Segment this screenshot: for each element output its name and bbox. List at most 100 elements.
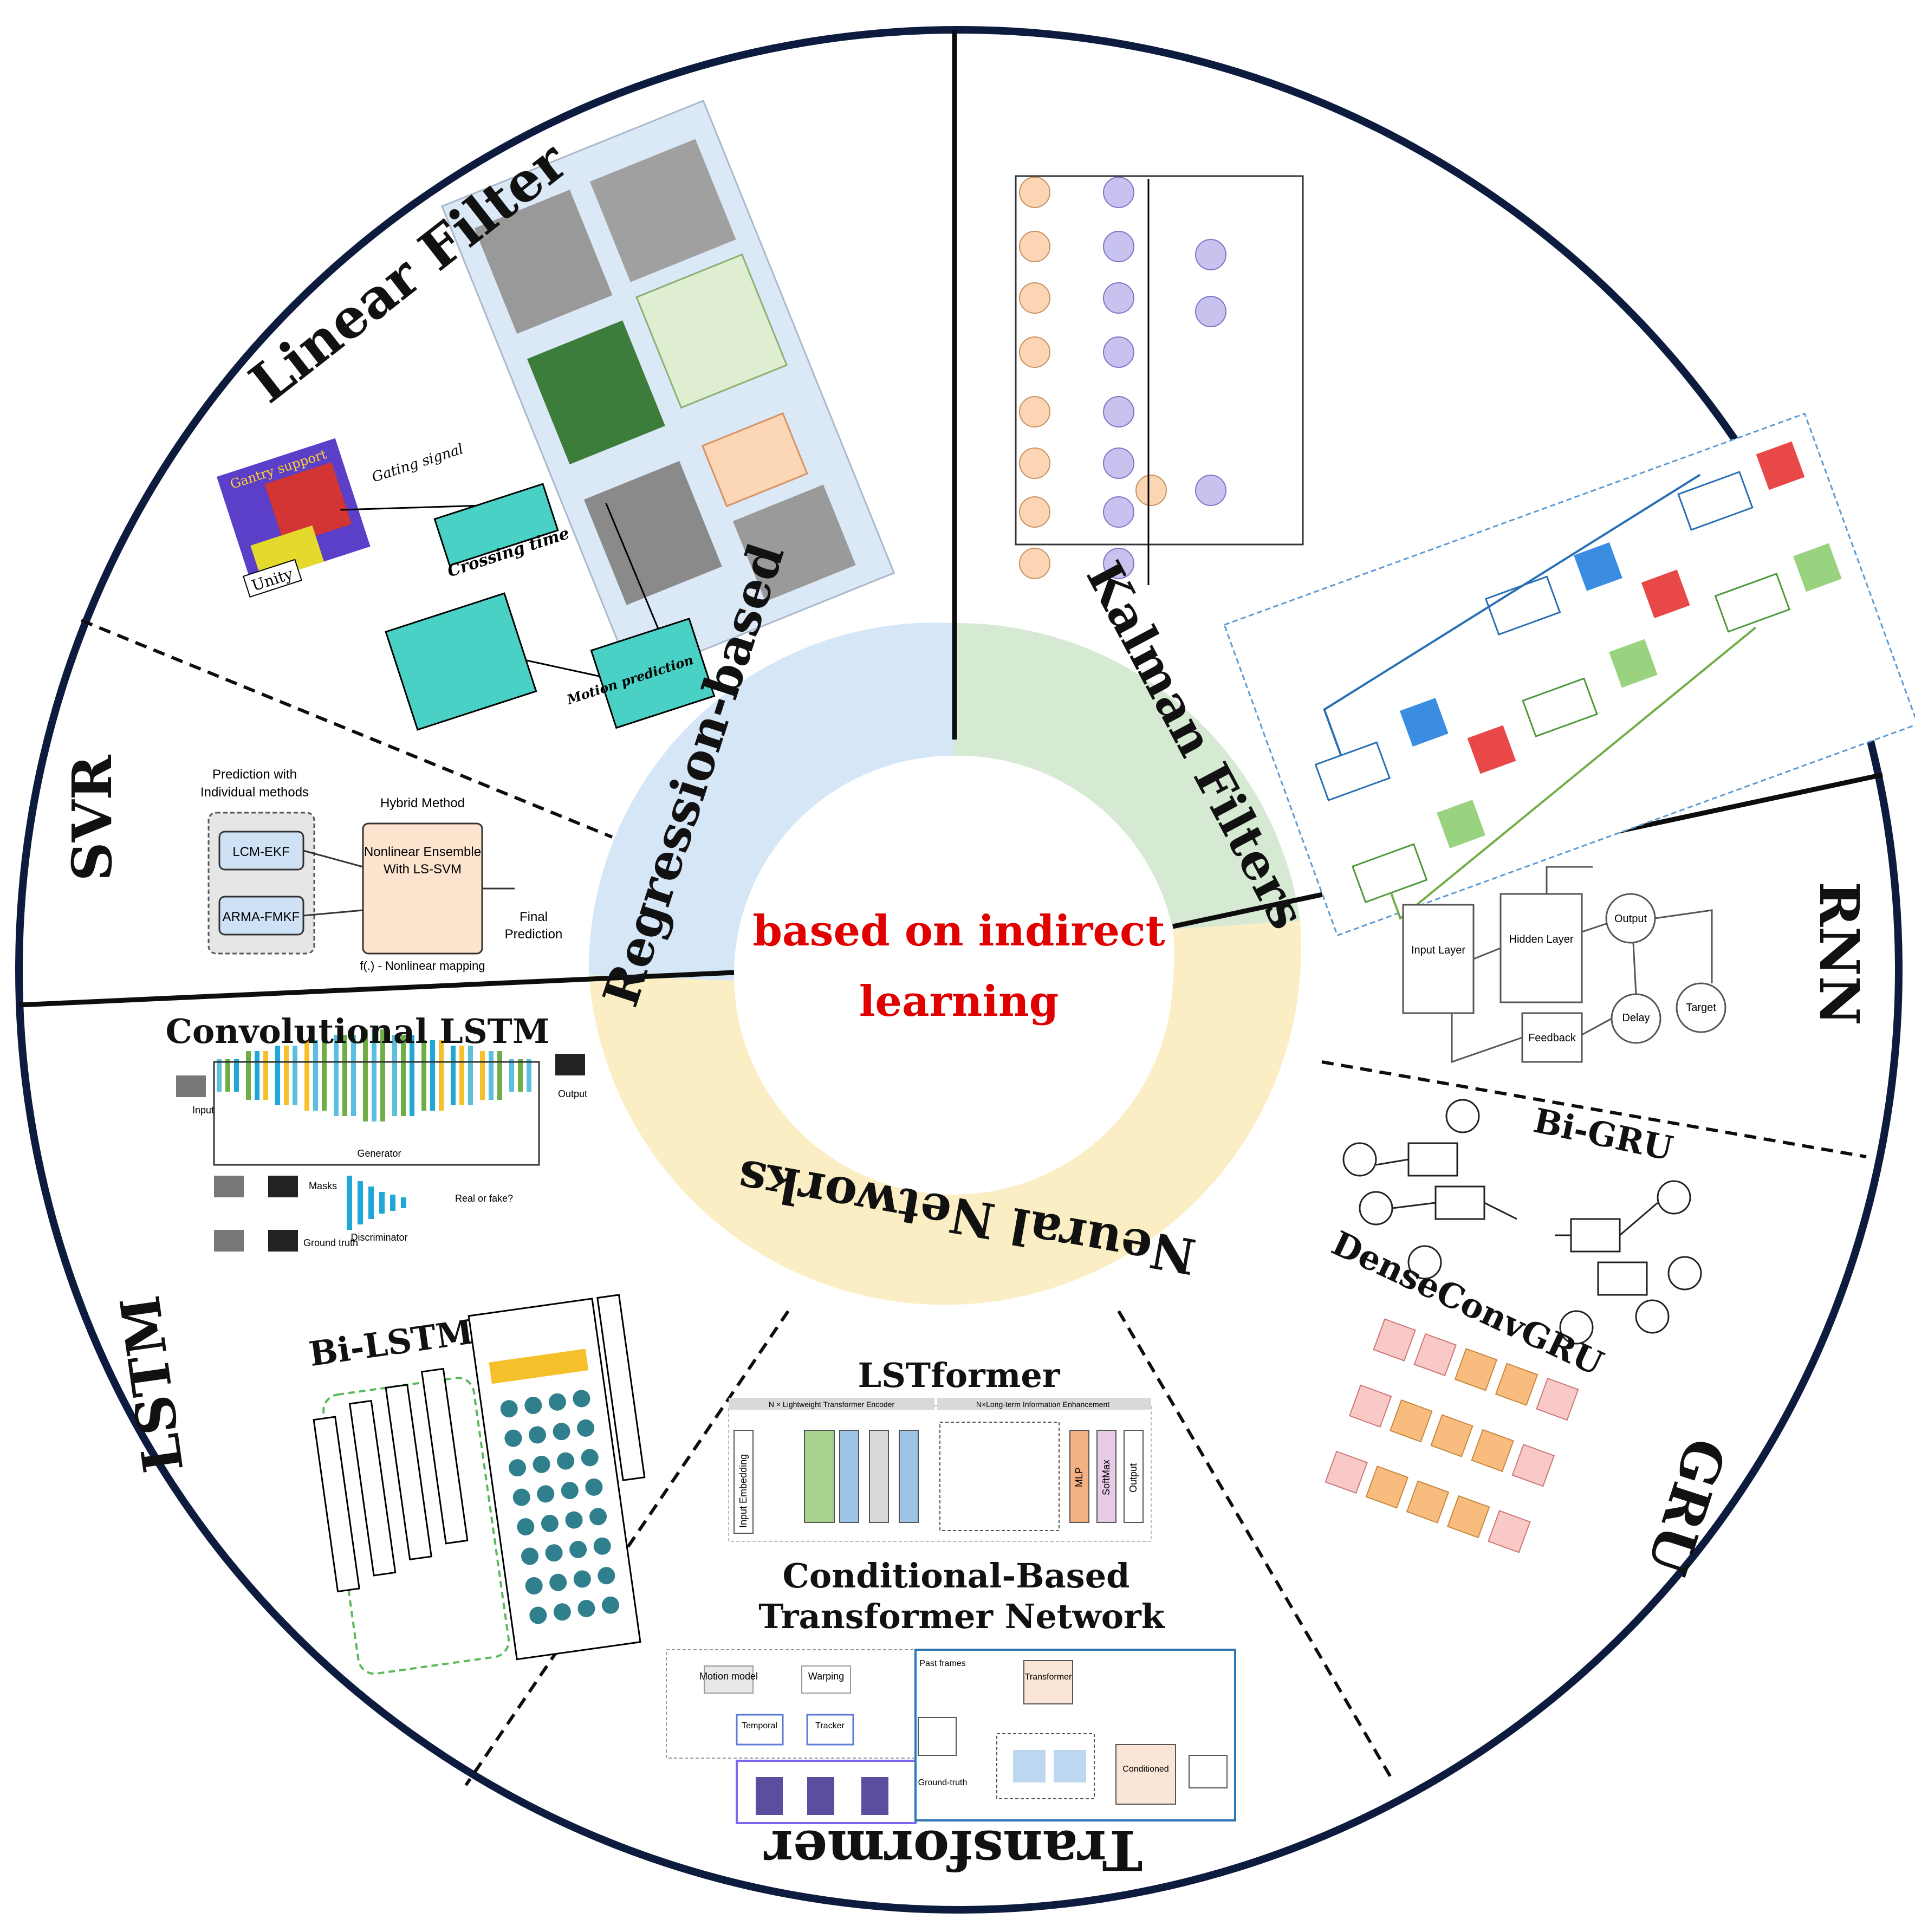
subtitle-lstformer: LSTformer [858,1356,1061,1395]
bi-lstm-node [504,1429,522,1447]
svr-arma-label: ARMA-FMKF [223,910,300,924]
bi-lstm-node [602,1596,620,1614]
bi-lstm-node [573,1570,591,1588]
sector-label-transformer: Transformer [764,1818,1142,1882]
conv-layer-bar [304,1040,309,1111]
lstformer-softmax: SoftMax [1101,1460,1112,1495]
rnn-target-node [1676,982,1726,1033]
conv-real-fake-label: Real or fake? [455,1193,513,1204]
conv-output-label: Output [558,1088,587,1099]
kalman-nodes [1019,177,1226,585]
bi-lstm-node [598,1567,615,1585]
rnn-target-label: Target [1686,1002,1716,1014]
conv-layer-bar [217,1059,222,1092]
subtitle-conv-lstm: Convolutional LSTM [166,1012,550,1051]
bi-lstm-node [537,1485,555,1503]
conv-layer-bar [430,1040,435,1111]
inner-ring [588,623,1301,1305]
dash-svr [80,619,613,839]
lstformer-input-emb: Input Embedding [738,1454,749,1528]
bi-lstm-node [561,1482,579,1500]
lstformer-mlp: MLP [1074,1467,1085,1487]
conv-layer-bar [410,1035,414,1116]
conv-discriminator-label: Discriminator [350,1232,407,1243]
cond-tenc-label: Transformer [1025,1672,1072,1682]
center-disc [734,756,1173,1195]
rnn-feedback-label: Feedback [1528,1032,1576,1044]
bi-lstm-node [589,1508,607,1526]
conv-layer-bar [255,1051,259,1100]
dash-transformer-right [1117,1310,1394,1781]
bi-lstm-node [581,1449,599,1467]
rnn-delay-label: Delay [1622,1012,1650,1024]
conv-layer-bar [313,1040,318,1111]
bi-lstm-node [565,1511,583,1529]
sector-label-rnn: RNN [1807,881,1871,1026]
svr-mapping-label: f(.) - Nonlinear mapping [360,959,485,973]
svr-final-1: Final [520,910,548,924]
svr-individual-2: Individual methods [200,785,309,800]
sector-label-svr: SVR [60,755,124,881]
linear-filter-figure [441,99,895,680]
conv-layer-bar [342,1035,347,1116]
center-line-2: learning [859,977,1059,1026]
svr-individual-1: Prediction with [212,767,297,782]
lstformer-enhance-header: N×Long-term Information Enhancement [976,1400,1109,1409]
conv-layer-bar [468,1046,473,1105]
conv-layer-bar [459,1046,464,1105]
bi-lstm-node [585,1478,603,1496]
lstformer-output: Output [1128,1463,1139,1493]
bi-lstm-node [548,1393,566,1411]
bi-gru-figure [1342,1099,1702,1345]
conv-masks-label: Masks [309,1181,337,1191]
bi-lstm-node [533,1455,550,1473]
dash-transformer-left [464,1310,790,1786]
conv-layer-bar [246,1051,251,1100]
center-line-1: based on indirect [753,906,1165,956]
subtitle-cond-transformer-2: Transformer Network [758,1597,1166,1636]
cond-transformer-figure: Motion model Warping Temporal Tracker Tr… [666,1649,1236,1824]
rnn-input-box [1402,904,1475,1014]
conv-layer-bar [275,1046,280,1105]
svr-ensemble-2: With LS-SVM [384,862,462,877]
bi-lstm-figure [313,1294,646,1675]
bi-lstm-node [593,1537,611,1555]
bi-lstm-node [569,1541,587,1559]
conv-layer-bar [293,1046,297,1105]
ring-regression-segment [588,623,953,981]
bi-lstm-node [577,1419,595,1437]
conv-layer-bar [480,1051,485,1100]
conv-layer-bar [334,1035,339,1116]
conv-layer-bar [509,1059,514,1092]
conv-layer-bar [322,1040,327,1111]
subtitle-cond-transformer-1: Conditional-Based [782,1556,1129,1596]
conv-ground-label: Ground truth [303,1237,358,1248]
conv-layer-bar [401,1035,406,1116]
svr-figure: Prediction with Individual methods LCM-E… [200,767,562,973]
conv-layer-bar [497,1051,502,1100]
conv-generator-label: Generator [357,1148,401,1159]
cond-tracker-label: Tracker [815,1721,845,1730]
linear-filter-flowchart: Gantry support Unity Crossing time Gatin… [217,438,716,731]
conv-layer-bar [527,1059,531,1092]
bi-lstm-node [573,1390,590,1408]
bi-lstm-node [529,1606,547,1624]
conv-layer-bar [363,1029,368,1121]
bi-lstm-node [500,1400,518,1418]
rnn-output-label: Output [1614,913,1647,925]
bi-lstm-node [525,1577,543,1595]
conv-lstm-figure: Input Output Generator Masks Ground trut… [176,1029,587,1252]
conv-layer-bar [225,1059,230,1092]
kalman-figure-bottom [1223,412,1915,937]
bi-lstm-node [524,1396,542,1414]
conv-layer-bar [421,1040,426,1111]
cond-temporal-label: Temporal [742,1721,777,1730]
bi-lstm-node [521,1547,539,1565]
rnn-feedback-box [1521,1012,1583,1063]
bi-lstm-node [553,1423,570,1441]
conv-layer-bar [451,1046,456,1105]
conv-layer-bar [351,1035,356,1116]
conv-layer-bar [439,1040,444,1111]
bi-lstm-node [528,1426,546,1444]
svr-lcm-label: LCM-EKF [232,845,289,859]
